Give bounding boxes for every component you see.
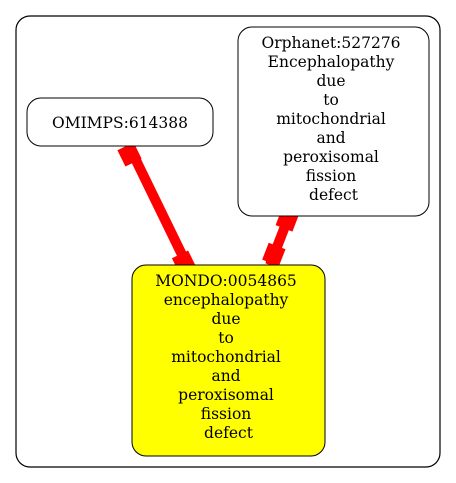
node-label: peroxisomal bbox=[178, 386, 274, 404]
svg-text:OMIMPS:614388: OMIMPS:614388 bbox=[52, 114, 188, 132]
node-label: mitochondrial bbox=[276, 110, 386, 128]
node-label: fission bbox=[306, 167, 357, 185]
node-label: defect bbox=[309, 186, 359, 204]
node-label: fission bbox=[201, 405, 252, 423]
node-label: Orphanet:527276 bbox=[262, 34, 401, 52]
node-label: due bbox=[316, 72, 345, 90]
svg-text:Orphanet:527276 Encephal: Orphanet:527276 Encephalopathy due to mi… bbox=[262, 34, 406, 204]
node-label: Encephalopathy bbox=[268, 53, 395, 71]
node-label: defect bbox=[204, 424, 254, 442]
node-omimps[interactable]: OMIMPS:614388 bbox=[26, 97, 214, 147]
node-label: and bbox=[211, 367, 240, 385]
node-label: OMIMPS:614388 bbox=[52, 114, 188, 132]
node-label: MONDO:0054865 bbox=[155, 272, 297, 290]
node-label: and bbox=[316, 129, 345, 147]
node-label: mitochondrial bbox=[171, 348, 281, 366]
edge-start-marker bbox=[117, 142, 142, 167]
svg-text:MONDO:0054865 encephalop: MONDO:0054865 encephalopathy due to mito… bbox=[155, 272, 301, 442]
node-label: due bbox=[211, 310, 240, 328]
edge-end-marker bbox=[262, 242, 286, 267]
node-label: peroxisomal bbox=[283, 148, 379, 166]
node-label: encephalopathy bbox=[164, 291, 289, 309]
node-label: to bbox=[323, 91, 339, 109]
edge-orphanet-mondo bbox=[262, 208, 299, 267]
edge-omimps-mondo bbox=[117, 142, 197, 275]
cluster-border bbox=[15, 15, 441, 468]
node-label: to bbox=[218, 329, 234, 347]
node-mondo[interactable]: MONDO:0054865 encephalopathy due to mito… bbox=[131, 264, 326, 457]
node-orphanet[interactable]: Orphanet:527276 Encephalopathy due to mi… bbox=[237, 26, 430, 217]
